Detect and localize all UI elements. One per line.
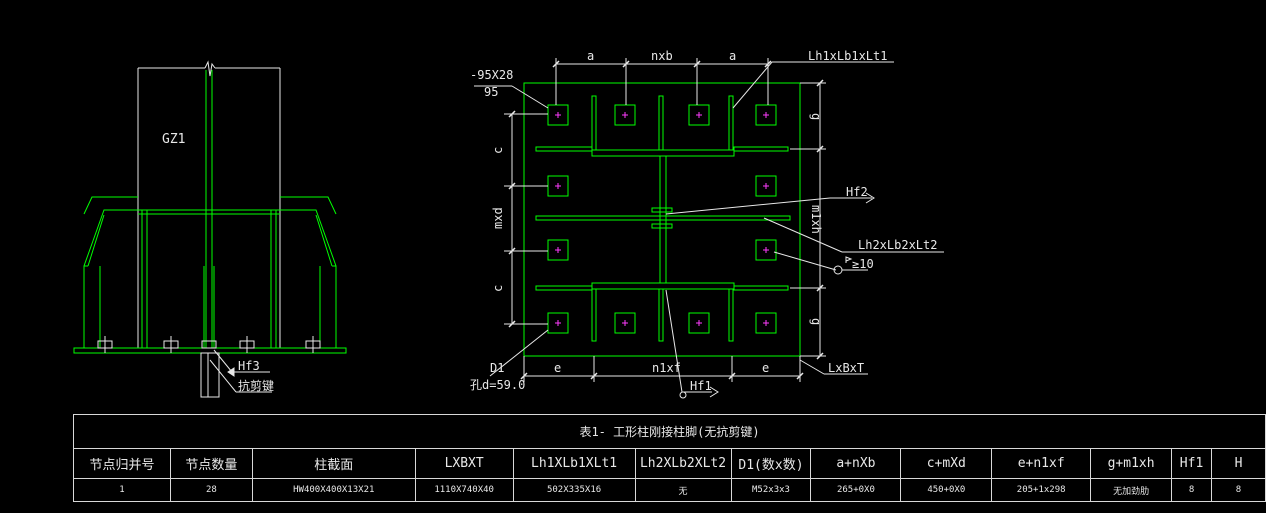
weld-min-label: ≥10 xyxy=(852,257,874,271)
table-header-cell: Lh1XLb1XLt1 xyxy=(512,448,636,479)
table-header-cell: e+n1xf xyxy=(991,448,1092,479)
table-cell: HW400X400X13X21 xyxy=(251,478,416,502)
bolt-washer xyxy=(755,312,777,334)
anchor-nuts xyxy=(97,336,321,353)
table-cell: 1 xyxy=(73,478,171,502)
elevation-leaders xyxy=(209,349,272,393)
table-header-cell: Lh2XLb2XLt2 xyxy=(634,448,732,479)
table-cell: 205+1x298 xyxy=(991,478,1092,502)
bolt-washer xyxy=(547,104,569,126)
weld-hf2-label: Hf2 xyxy=(846,185,868,199)
table-header-cell: 柱截面 xyxy=(251,448,416,479)
washer-label: -95X28 xyxy=(470,68,513,82)
bolt-washer xyxy=(614,104,636,126)
table-cell: 265+0X0 xyxy=(810,478,902,502)
stiffener2-label: Lh2xLb2xLt2 xyxy=(858,238,937,252)
plan-plate-outline xyxy=(523,82,801,357)
table-header-cell: 节点归并号 xyxy=(73,448,171,479)
bolt-center-marks xyxy=(555,112,769,326)
shear-key xyxy=(200,352,220,398)
dim-e-right: e xyxy=(762,361,769,375)
column-outline xyxy=(137,60,281,348)
dim-c-bottom: c xyxy=(491,285,505,292)
dim-mxd: mxd xyxy=(491,207,505,229)
bolt-washer xyxy=(688,104,710,126)
bolt-washer xyxy=(755,239,777,261)
table-cell: 450+0X0 xyxy=(900,478,993,502)
table-header-cell: H xyxy=(1211,448,1266,479)
dim-a-right: a xyxy=(729,49,736,63)
plan-column-section xyxy=(535,95,791,342)
table-cell: 1110X740X40 xyxy=(414,478,514,502)
hole-label: 孔d=59.0 xyxy=(470,378,525,392)
bolt-washer xyxy=(614,312,636,334)
washer-sub-label: 95 xyxy=(484,85,498,99)
table-cell: M52x3x3 xyxy=(730,478,812,502)
table-header-cell: c+mXd xyxy=(900,448,993,479)
table-cell: 无加劲肋 xyxy=(1090,478,1173,502)
dim-g-bottom: g xyxy=(809,318,823,325)
column-label: GZ1 xyxy=(162,132,185,147)
table-header-cell: D1(数x数) xyxy=(730,448,812,479)
dim-a-left: a xyxy=(587,49,594,63)
bolt-washer xyxy=(547,239,569,261)
dim-n1xf: n1xf xyxy=(652,361,681,375)
dim-e-left: e xyxy=(554,361,561,375)
dimension-ticks xyxy=(508,60,824,380)
table-cell: 28 xyxy=(169,478,253,502)
table-cell: 8 xyxy=(1171,478,1213,502)
table-cell: 502X335X16 xyxy=(512,478,636,502)
base-plate xyxy=(73,347,347,354)
table-header-cell: g+m1xh xyxy=(1090,448,1173,479)
bolt-washer xyxy=(755,175,777,197)
column-web xyxy=(205,70,213,348)
shear-key-label: 抗剪键 xyxy=(238,378,274,393)
bolt-washer xyxy=(547,312,569,334)
column-base-elevation: GZ1 Hf3 抗剪键 xyxy=(73,60,347,398)
weld-hf3-label: Hf3 xyxy=(238,359,260,373)
dim-g-top: g xyxy=(809,113,823,120)
bolt-washer xyxy=(755,104,777,126)
table-header-cell: 节点数量 xyxy=(169,448,253,479)
dim-m1xh: m1xh xyxy=(809,205,823,234)
stiffener1-label: Lh1xLb1xLt1 xyxy=(808,49,887,63)
plan-leaders xyxy=(474,61,944,399)
bolt-washer xyxy=(688,312,710,334)
table-title: 表1- 工形柱刚接柱脚(无抗剪键) xyxy=(73,414,1266,449)
weld-hf1-label: Hf1 xyxy=(690,379,712,393)
table-cell: 8 xyxy=(1211,478,1266,502)
base-stiffeners xyxy=(83,196,337,348)
dim-nxb: nxb xyxy=(651,49,673,63)
plate-label: LxBxT xyxy=(828,361,864,375)
base-plate-plan: a nxb a c mxd c g m1xh g e n1xf e -95X28… xyxy=(470,49,944,399)
table-header-cell: LXBXT xyxy=(414,448,514,479)
bolt-label: D1 xyxy=(490,361,504,375)
dim-c-top: c xyxy=(491,147,505,154)
table-cell: 无 xyxy=(634,478,732,502)
plan-dimension-lines xyxy=(504,58,826,382)
anchor-bolt-grid xyxy=(547,104,777,334)
table-header-cell: Hf1 xyxy=(1171,448,1213,479)
table-header-cell: a+nXb xyxy=(810,448,902,479)
